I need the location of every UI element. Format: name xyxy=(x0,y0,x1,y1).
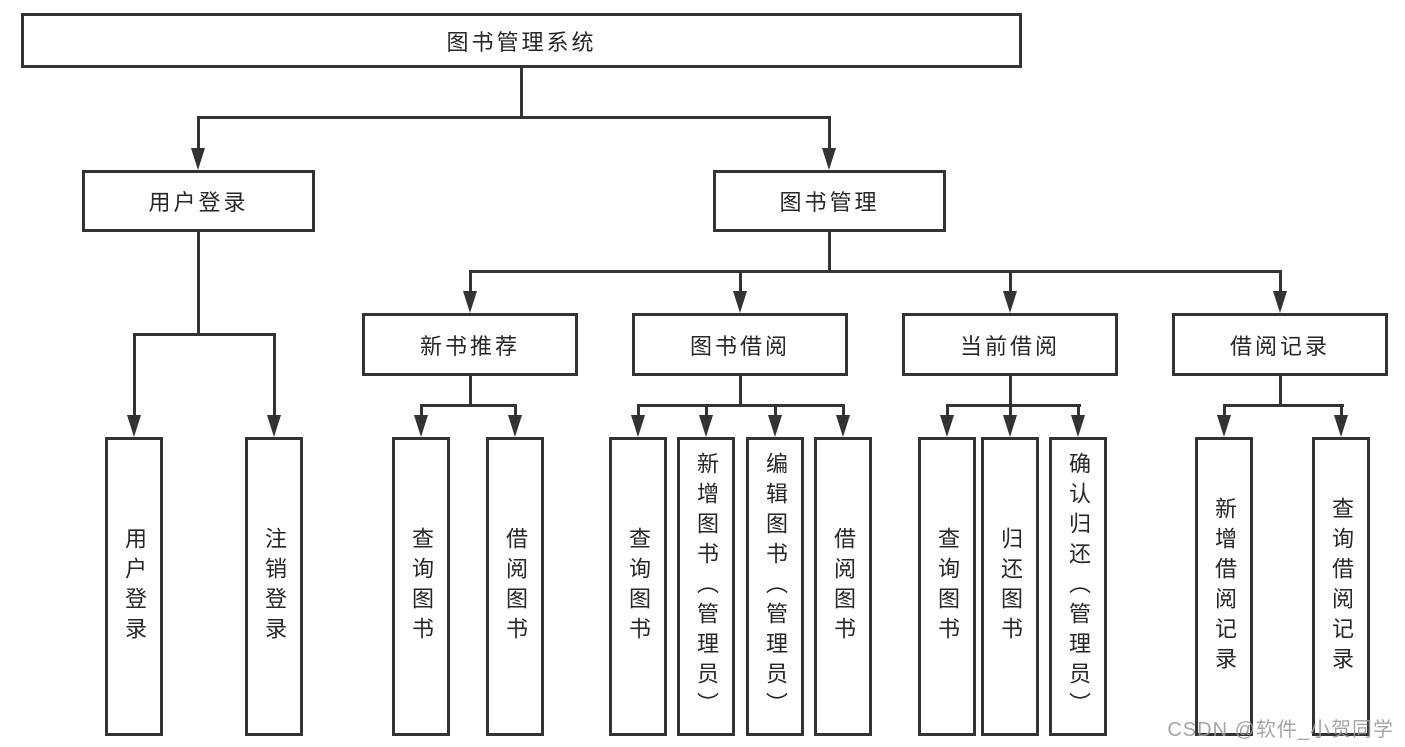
leaf-br-query-record: 查询借阅记录 xyxy=(1312,437,1370,736)
arrow-to-bb-add xyxy=(699,415,713,437)
connector-userlogin-bus xyxy=(132,333,276,336)
leaf-bb-query-books: 查询图书 xyxy=(609,437,667,736)
connector-userlogin-stem xyxy=(196,232,200,334)
leaf-cb-query-books: 查询图书 xyxy=(918,437,976,736)
connector-userlogin-drop-2 xyxy=(272,333,276,416)
connector-userlogin-drop-1 xyxy=(132,333,136,416)
node-current-borrow: 当前借阅 xyxy=(902,313,1118,376)
connector-currentborrow-stem xyxy=(1008,376,1012,405)
connector-newbooks-stem xyxy=(468,376,472,405)
connector-bookborrow-drop-3 xyxy=(773,403,777,418)
leaf-nb-borrow-books: 借阅图书 xyxy=(486,437,544,736)
node-library-system: 图书管理系统 xyxy=(21,13,1022,68)
arrow-to-cb-confirm xyxy=(1071,415,1085,437)
arrow-to-current-borrow xyxy=(1003,291,1017,313)
connector-bookborrow-bus xyxy=(636,403,845,407)
leaf-bb-add-books: 新增图书（管理员） xyxy=(677,437,735,736)
leaf-user-login: 用户登录 xyxy=(105,437,163,736)
connector-currentborrow-drop-1 xyxy=(945,403,949,418)
connector-newbooks-drop-1 xyxy=(419,403,423,418)
leaf-bb-edit-books: 编辑图书（管理员） xyxy=(746,437,804,736)
arrow-to-cb-query xyxy=(940,415,954,437)
node-book-borrow: 图书借阅 xyxy=(632,313,848,376)
arrow-to-user-login xyxy=(191,148,205,170)
connector-borrowrecords-drop-1 xyxy=(1222,403,1226,418)
arrow-to-new-books xyxy=(463,291,477,313)
leaf-cb-confirm-return: 确认归还（管理员） xyxy=(1049,437,1107,736)
connector-bookmgmt-drop-2 xyxy=(738,269,742,294)
connector-borrowrecords-bus xyxy=(1222,403,1344,407)
connector-bookmgmt-bus xyxy=(468,269,1282,273)
node-new-books: 新书推荐 xyxy=(362,313,578,376)
arrow-to-ul-logout xyxy=(267,415,281,437)
arrow-to-nb-borrow xyxy=(508,415,522,437)
arrow-to-book-mgmt xyxy=(822,148,836,170)
node-book-mgmt: 图书管理 xyxy=(713,170,946,232)
leaf-br-add-record: 新增借阅记录 xyxy=(1195,437,1253,736)
leaf-nb-query-books: 查询图书 xyxy=(392,437,450,736)
node-user-login: 用户登录 xyxy=(82,170,315,232)
connector-bookmgmt-drop-3 xyxy=(1008,269,1012,294)
leaf-logout: 注销登录 xyxy=(245,437,303,736)
connector-bookborrow-stem xyxy=(738,376,742,405)
node-borrow-records: 借阅记录 xyxy=(1172,313,1388,376)
connector-bookmgmt-drop-4 xyxy=(1278,269,1282,294)
connector-currentborrow-bus xyxy=(945,403,1081,407)
leaf-cb-return-books: 归还图书 xyxy=(981,437,1039,736)
connector-root-stem xyxy=(519,68,523,118)
connector-bookborrow-drop-2 xyxy=(704,403,708,418)
connector-bookborrow-drop-4 xyxy=(841,403,845,418)
connector-newbooks-drop-2 xyxy=(513,403,517,418)
connector-currentborrow-drop-2 xyxy=(1008,403,1012,418)
connector-borrowrecords-drop-2 xyxy=(1339,403,1343,418)
arrow-to-book-borrow xyxy=(733,291,747,313)
arrow-to-cb-return xyxy=(1003,415,1017,437)
arrow-to-br-query xyxy=(1334,415,1348,437)
csdn-watermark: CSDN @软件_小贺同学 xyxy=(1167,719,1394,741)
arrow-to-borrow-records xyxy=(1273,291,1287,313)
connector-root-drop-right xyxy=(827,115,831,152)
arrow-to-nb-query xyxy=(414,415,428,437)
arrow-to-br-add xyxy=(1217,415,1231,437)
arrow-to-bb-borrow xyxy=(836,415,850,437)
leaf-bb-borrow-books: 借阅图书 xyxy=(814,437,872,736)
connector-newbooks-bus xyxy=(419,403,517,407)
connector-bookmgmt-drop-1 xyxy=(468,269,472,294)
connector-currentborrow-drop-3 xyxy=(1076,403,1080,418)
connector-root-bus xyxy=(196,115,831,119)
arrow-to-ul-user-login xyxy=(127,415,141,437)
connector-bookmgmt-stem xyxy=(827,232,831,272)
arrow-to-bb-query xyxy=(631,415,645,437)
arrow-to-bb-edit xyxy=(768,415,782,437)
connector-borrowrecords-stem xyxy=(1278,376,1282,405)
connector-root-drop-left xyxy=(196,115,200,152)
connector-bookborrow-drop-1 xyxy=(636,403,640,418)
